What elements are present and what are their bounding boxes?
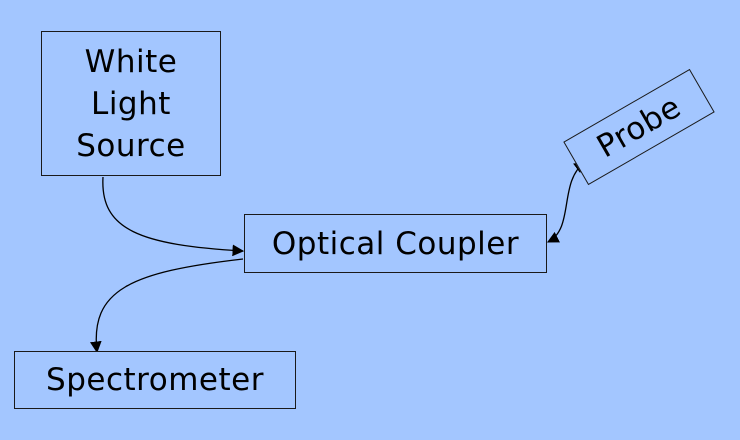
arrow-source-to-coupler xyxy=(102,176,245,257)
arrow-coupler-to-spectrometer xyxy=(90,258,244,354)
white-light-source-label: White Light Source xyxy=(76,41,185,167)
white-light-source-line-3: Source xyxy=(76,127,186,164)
spectrometer-label: Spectrometer xyxy=(46,362,264,398)
white-light-source-line-1: White xyxy=(84,43,178,80)
white-light-source-box: White Light Source xyxy=(41,31,221,176)
optical-coupler-label: Optical Coupler xyxy=(271,225,520,262)
optical-coupler-box: Optical Coupler xyxy=(244,214,547,273)
arrow-coupler-probe-bidirectional xyxy=(546,161,586,243)
spectrometer-box: Spectrometer xyxy=(14,351,296,409)
white-light-source-line-2: Light xyxy=(91,85,171,122)
